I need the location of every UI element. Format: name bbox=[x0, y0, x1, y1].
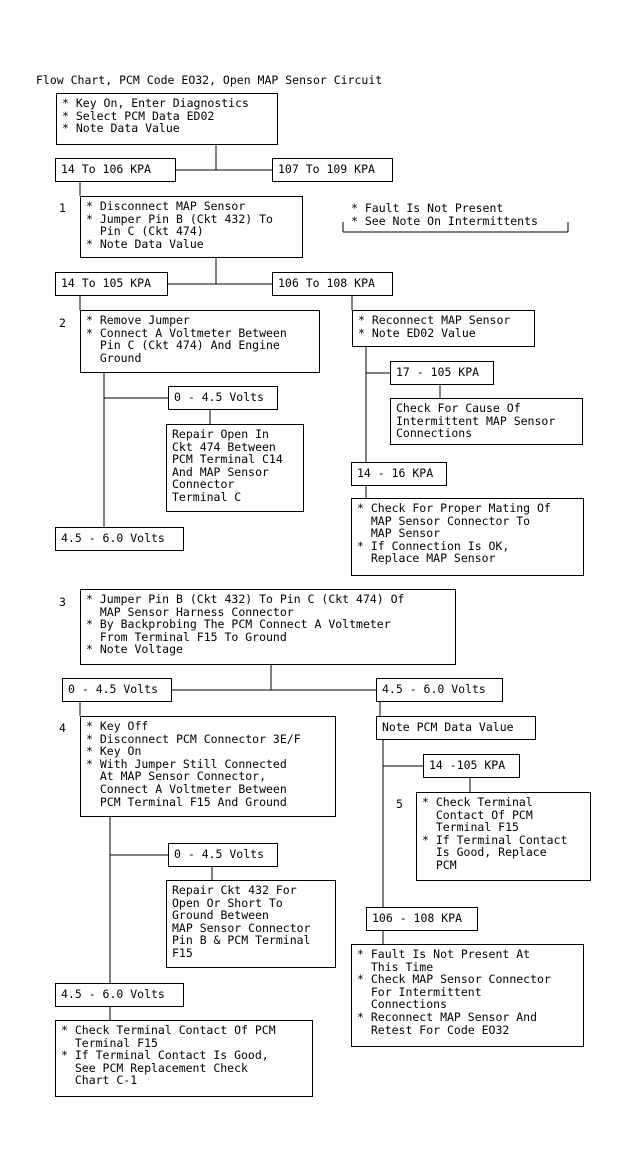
range-14-105-kpa: 14 To 105 KPA bbox=[55, 272, 168, 296]
repair-ckt-432-box: Repair Ckt 432 For Open Or Short To Grou… bbox=[166, 880, 336, 968]
step-4-box: * Key Off * Disconnect PCM Connector 3E/… bbox=[80, 716, 336, 817]
range-14-16-kpa: 14 - 16 KPA bbox=[351, 462, 447, 486]
reconnect-map-sensor-box: * Reconnect MAP Sensor * Note ED02 Value bbox=[352, 310, 535, 347]
range-106-108-kpa-b: 106 - 108 KPA bbox=[366, 907, 478, 931]
volts-0-4-5-b: 0 - 4.5 Volts bbox=[62, 678, 172, 702]
step-number-1: 1 bbox=[59, 201, 66, 215]
step-1-box: * Disconnect MAP Sensor * Jumper Pin B (… bbox=[80, 196, 303, 258]
volts-0-4-5-c: 0 - 4.5 Volts bbox=[168, 843, 278, 867]
check-cause-box: Check For Cause Of Intermittent MAP Sens… bbox=[390, 398, 583, 445]
check-mating-box: * Check For Proper Mating Of MAP Sensor … bbox=[351, 498, 584, 576]
volts-4-5-6-c: 4.5 - 6.0 Volts bbox=[55, 983, 184, 1007]
step-number-2: 2 bbox=[59, 316, 66, 330]
step-number-5: 5 bbox=[396, 797, 403, 811]
range-17-105-kpa: 17 - 105 KPA bbox=[390, 361, 494, 385]
step-3-box: * Jumper Pin B (Ckt 432) To Pin C (Ckt 4… bbox=[80, 589, 456, 665]
check-terminal-f15-box: * Check Terminal Contact Of PCM Terminal… bbox=[55, 1020, 313, 1097]
volts-4-5-6-b: 4.5 - 6.0 Volts bbox=[376, 678, 503, 702]
step-2-box: * Remove Jumper * Connect A Voltmeter Be… bbox=[80, 310, 320, 373]
range-14-106-kpa: 14 To 106 KPA bbox=[55, 158, 176, 182]
range-106-108-kpa: 106 To 108 KPA bbox=[272, 272, 393, 296]
repair-ckt-474-box: Repair Open In Ckt 474 Between PCM Termi… bbox=[166, 424, 304, 512]
fault-not-present-at-time-box: * Fault Is Not Present At This Time * Ch… bbox=[351, 944, 584, 1047]
step-0-box: * Key On, Enter Diagnostics * Select PCM… bbox=[56, 93, 278, 145]
range-14-105-kpa-b: 14 -105 KPA bbox=[423, 754, 520, 778]
page-title: Flow Chart, PCM Code EO32, Open MAP Sens… bbox=[36, 73, 383, 87]
step-number-4: 4 bbox=[59, 721, 66, 735]
step-number-3: 3 bbox=[59, 595, 66, 609]
volts-0-4-5-a: 0 - 4.5 Volts bbox=[168, 386, 278, 410]
note-pcm-data-value-box: Note PCM Data Value bbox=[376, 716, 536, 740]
step-5-box: * Check Terminal Contact Of PCM Terminal… bbox=[416, 792, 591, 881]
volts-4-5-6-a: 4.5 - 6.0 Volts bbox=[55, 527, 184, 551]
range-107-109-kpa: 107 To 109 KPA bbox=[272, 158, 393, 182]
fault-not-present-text: * Fault Is Not Present * See Note On Int… bbox=[351, 201, 538, 228]
